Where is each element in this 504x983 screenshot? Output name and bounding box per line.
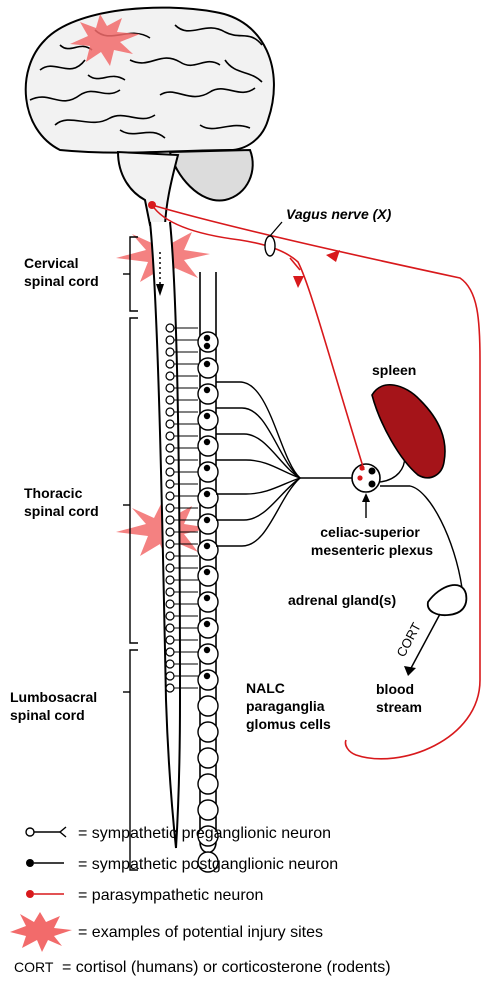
preganglionic-neuron	[165, 575, 198, 585]
legend-preganglionic-symbol	[25, 826, 67, 838]
cerebellum	[168, 148, 254, 202]
parasympathetic-origin	[148, 201, 156, 209]
legend-injury-symbol	[10, 912, 72, 952]
preganglionic-neuron	[165, 539, 198, 549]
sympathetic-ganglion	[197, 331, 219, 353]
preganglionic-neuron	[165, 407, 198, 417]
preganglionic-neuron	[165, 683, 198, 693]
preganglionic-neuron	[165, 419, 198, 429]
preganglionic-neuron	[165, 635, 198, 645]
preganglionic-neuron	[165, 323, 198, 333]
sympathetic-ganglion	[197, 617, 219, 639]
sympathetic-ganglion	[197, 851, 219, 873]
preganglionic-neuron	[165, 431, 198, 441]
preganglionic-neuron	[165, 443, 198, 453]
region-brackets	[123, 236, 138, 871]
preganglionic-neuron	[165, 659, 198, 669]
sympathetic-ganglion	[197, 357, 219, 379]
preganglionic-neuron	[165, 395, 198, 405]
preganglionic-neuron	[165, 527, 198, 537]
preganglionic-neuron	[165, 347, 198, 357]
lumbosacral-label: Lumbosacral spinal cord	[10, 689, 101, 723]
preganglionic-neuron	[165, 515, 198, 525]
preganglionic-neurons	[165, 323, 198, 693]
sympathetic-ganglion	[197, 669, 219, 691]
adrenal-gland	[426, 584, 468, 617]
legend-item-label: = parasympathetic neuron	[78, 887, 263, 904]
brainstem	[116, 150, 180, 226]
vagus-nerve	[151, 204, 481, 760]
sympathetic-ganglion	[197, 487, 219, 509]
sympathetic-ganglion	[197, 825, 219, 847]
sympathetic-ganglion	[197, 747, 219, 769]
legend-cort-symbol: CORT	[14, 959, 54, 975]
sympathetic-ganglion	[197, 721, 219, 743]
preganglionic-neuron	[165, 587, 198, 597]
cort-arrow	[409, 613, 441, 671]
preganglionic-neuron	[165, 623, 198, 633]
vagus-label: Vagus nerve (X)	[286, 206, 392, 222]
plexus-label: celiac-superior mesenteric plexus	[311, 524, 433, 558]
legend-parasympathetic-symbol	[26, 890, 64, 898]
sympathetic-ganglion	[197, 591, 219, 613]
brain	[24, 6, 275, 226]
preganglionic-neuron	[165, 371, 198, 381]
preganglionic-neuron	[165, 503, 198, 513]
preganglionic-neuron	[165, 551, 198, 561]
nalc-label: NALC paraganglia glomus cells	[246, 680, 331, 732]
vagus-marker	[264, 235, 276, 257]
preganglionic-neuron	[165, 611, 198, 621]
preganglionic-neuron	[165, 455, 198, 465]
spleen	[371, 384, 446, 479]
legend-item-label: = sympathetic preganglionic neuron	[78, 825, 331, 842]
sympathetic-ganglion	[197, 643, 219, 665]
thoracic-label: Thoracic spinal cord	[24, 485, 99, 519]
legend-postganglionic-symbol	[26, 859, 64, 867]
preganglionic-neuron	[165, 599, 198, 609]
preganglionic-neuron	[165, 671, 198, 681]
preganglionic-neuron	[165, 359, 198, 369]
legend: CORT = sympathetic preganglionic neuron …	[10, 825, 391, 976]
sympathetic-ganglion	[197, 799, 219, 821]
sympathetic-ganglion	[197, 773, 219, 795]
legend-item-label: = sympathetic postganglionic neuron	[78, 856, 338, 873]
sympathetic-ganglion	[197, 565, 219, 587]
preganglionic-neuron	[165, 647, 198, 657]
sympathetic-ganglion	[197, 513, 219, 535]
preganglionic-neuron	[165, 491, 198, 501]
preganglionic-neuron	[165, 563, 198, 573]
injury-site-brain	[70, 14, 140, 66]
sympathetic-ganglion	[197, 695, 219, 717]
preganglionic-neuron	[165, 467, 198, 477]
blood-label: blood stream	[376, 681, 422, 715]
cervical-label: Cervical spinal cord	[24, 255, 99, 289]
preganglionic-neuron	[165, 335, 198, 345]
sympathetic-ganglion	[197, 539, 219, 561]
legend-item-label: = examples of potential injury sites	[78, 924, 323, 941]
sympathetic-ganglion	[197, 409, 219, 431]
sympathetic-ganglion	[197, 383, 219, 405]
sympathetic-ganglion	[197, 435, 219, 457]
preganglionic-neuron	[165, 383, 198, 393]
sympathetic-ganglion	[197, 461, 219, 483]
chain-ganglia	[197, 331, 219, 873]
spleen-label: spleen	[372, 362, 416, 378]
ganglionic-projections	[216, 381, 463, 589]
legend-item-label: = cortisol (humans) or corticosterone (r…	[62, 959, 391, 976]
preganglionic-neuron	[165, 479, 198, 489]
celiac-plexus	[351, 463, 381, 493]
adrenal-label: adrenal gland(s)	[288, 592, 396, 608]
